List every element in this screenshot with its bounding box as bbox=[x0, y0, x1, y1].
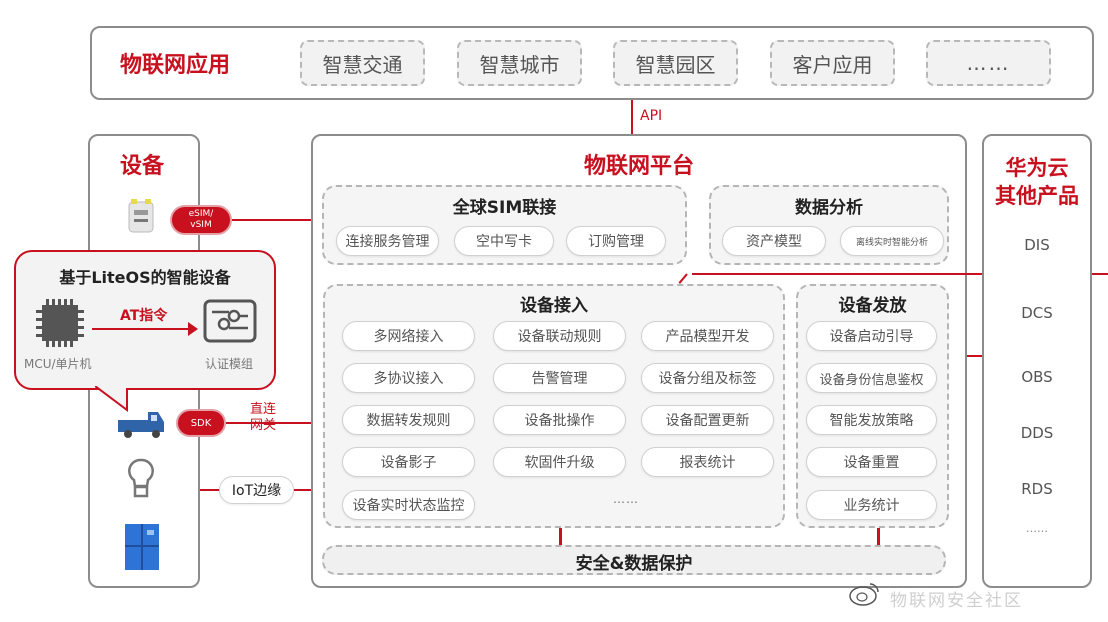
access-batch-ops[interactable]: 设备批操作 bbox=[493, 405, 626, 435]
arrow-head-icon bbox=[188, 322, 198, 336]
sim-ota-write[interactable]: 空中写卡 bbox=[454, 226, 554, 256]
device-provision-title: 设备发放 bbox=[838, 296, 907, 316]
access-multi-protocol[interactable]: 多协议接入 bbox=[342, 363, 475, 393]
access-multi-network[interactable]: 多网络接入 bbox=[342, 321, 475, 351]
access-security-connector bbox=[559, 528, 562, 545]
truck-icon bbox=[116, 406, 166, 440]
iot-edge-badge[interactable]: IoT边缘 bbox=[219, 476, 294, 504]
provision-security-connector bbox=[877, 528, 880, 545]
data-analytics-title: 数据分析 bbox=[795, 198, 863, 218]
cloud-obs[interactable]: OBS bbox=[1021, 368, 1053, 386]
access-device-linkage[interactable]: 设备联动规则 bbox=[493, 321, 626, 351]
device-access-title: 设备接入 bbox=[520, 296, 588, 316]
devices-title: 设备 bbox=[120, 154, 165, 179]
cloud-dcs[interactable]: DCS bbox=[1021, 304, 1053, 322]
edge-connector-right bbox=[294, 489, 322, 491]
mcu-chip-icon bbox=[34, 298, 86, 348]
cloud-rds[interactable]: RDS bbox=[1021, 480, 1053, 498]
sim-connection-mgmt[interactable]: 连接服务管理 bbox=[336, 226, 439, 256]
edge-connector-left bbox=[200, 489, 220, 491]
provision-business-stats[interactable]: 业务统计 bbox=[806, 490, 937, 520]
esim-badge[interactable]: eSIM/ vSIM bbox=[170, 205, 232, 235]
dis-connector-line bbox=[692, 273, 1108, 275]
access-product-model[interactable]: 产品模型开发 bbox=[641, 321, 774, 351]
auth-module-icon bbox=[202, 298, 258, 344]
access-firmware-upgrade[interactable]: 软固件升级 bbox=[493, 447, 626, 477]
access-device-shadow[interactable]: 设备影子 bbox=[342, 447, 475, 477]
mcu-label: MCU/单片机 bbox=[24, 357, 92, 371]
auth-module-label: 认证模组 bbox=[205, 357, 254, 371]
app-smart-city[interactable]: 智慧城市 bbox=[457, 40, 582, 86]
direct-gateway-label: 直连 网关 bbox=[250, 402, 277, 433]
provision-bootstrap[interactable]: 设备启动引导 bbox=[806, 321, 937, 351]
huawei-cloud-title-1: 华为云 bbox=[1005, 156, 1069, 180]
weibo-logo-icon bbox=[848, 580, 882, 608]
water-meter-icon bbox=[126, 198, 156, 234]
access-device-group[interactable]: 设备分组及标签 bbox=[641, 363, 774, 393]
access-config-update[interactable]: 设备配置更新 bbox=[641, 405, 774, 435]
liteos-title: 基于LiteOS的智能设备 bbox=[59, 268, 231, 287]
at-command-label: AT指令 bbox=[120, 308, 168, 324]
huawei-cloud-panel bbox=[982, 134, 1092, 588]
sdk-badge[interactable]: SDK bbox=[176, 409, 226, 437]
esim-connector-line bbox=[232, 219, 322, 221]
asset-model[interactable]: 资产模型 bbox=[722, 226, 826, 256]
access-report-stats[interactable]: 报表统计 bbox=[641, 447, 774, 477]
callout-tail bbox=[95, 386, 128, 412]
lightbulb-icon bbox=[127, 458, 155, 500]
app-customer[interactable]: 客户应用 bbox=[770, 40, 895, 86]
offline-realtime-analysis[interactable]: 离线实时智能分析 bbox=[840, 226, 944, 256]
global-sim-title: 全球SIM联接 bbox=[452, 198, 557, 218]
access-data-forward[interactable]: 数据转发规则 bbox=[342, 405, 475, 435]
at-command-arrow bbox=[92, 328, 190, 330]
api-label: API bbox=[640, 108, 663, 124]
provision-smart-policy[interactable]: 智能发放策略 bbox=[806, 405, 937, 435]
watermark-text: 物联网安全社区 bbox=[890, 591, 1023, 611]
cloud-more: …… bbox=[1026, 522, 1048, 535]
security-title: 安全&数据保护 bbox=[575, 554, 693, 574]
app-smart-park[interactable]: 智慧园区 bbox=[613, 40, 738, 86]
provision-identity-auth[interactable]: 设备身份信息鉴权 bbox=[806, 363, 937, 393]
platform-cloud-connector bbox=[967, 355, 983, 357]
security-section bbox=[322, 545, 946, 575]
access-alarm-mgmt[interactable]: 告警管理 bbox=[493, 363, 626, 393]
sdk-connector-line bbox=[226, 422, 322, 424]
huawei-cloud-title-2: 其他产品 bbox=[995, 184, 1079, 208]
api-connector-line bbox=[631, 100, 633, 134]
sim-subscription-mgmt[interactable]: 订购管理 bbox=[566, 226, 666, 256]
app-smart-traffic[interactable]: 智慧交通 bbox=[300, 40, 425, 86]
iot-platform-title: 物联网平台 bbox=[583, 154, 694, 179]
access-more: …… bbox=[613, 492, 639, 506]
cabinet-icon bbox=[124, 523, 160, 571]
access-realtime-monitor[interactable]: 设备实时状态监控 bbox=[342, 490, 475, 520]
cloud-dis[interactable]: DIS bbox=[1024, 236, 1050, 254]
cloud-dds[interactable]: DDS bbox=[1020, 424, 1054, 442]
iot-apps-title: 物联网应用 bbox=[120, 53, 231, 78]
provision-device-reset[interactable]: 设备重置 bbox=[806, 447, 937, 477]
app-more[interactable]: …… bbox=[926, 40, 1051, 86]
